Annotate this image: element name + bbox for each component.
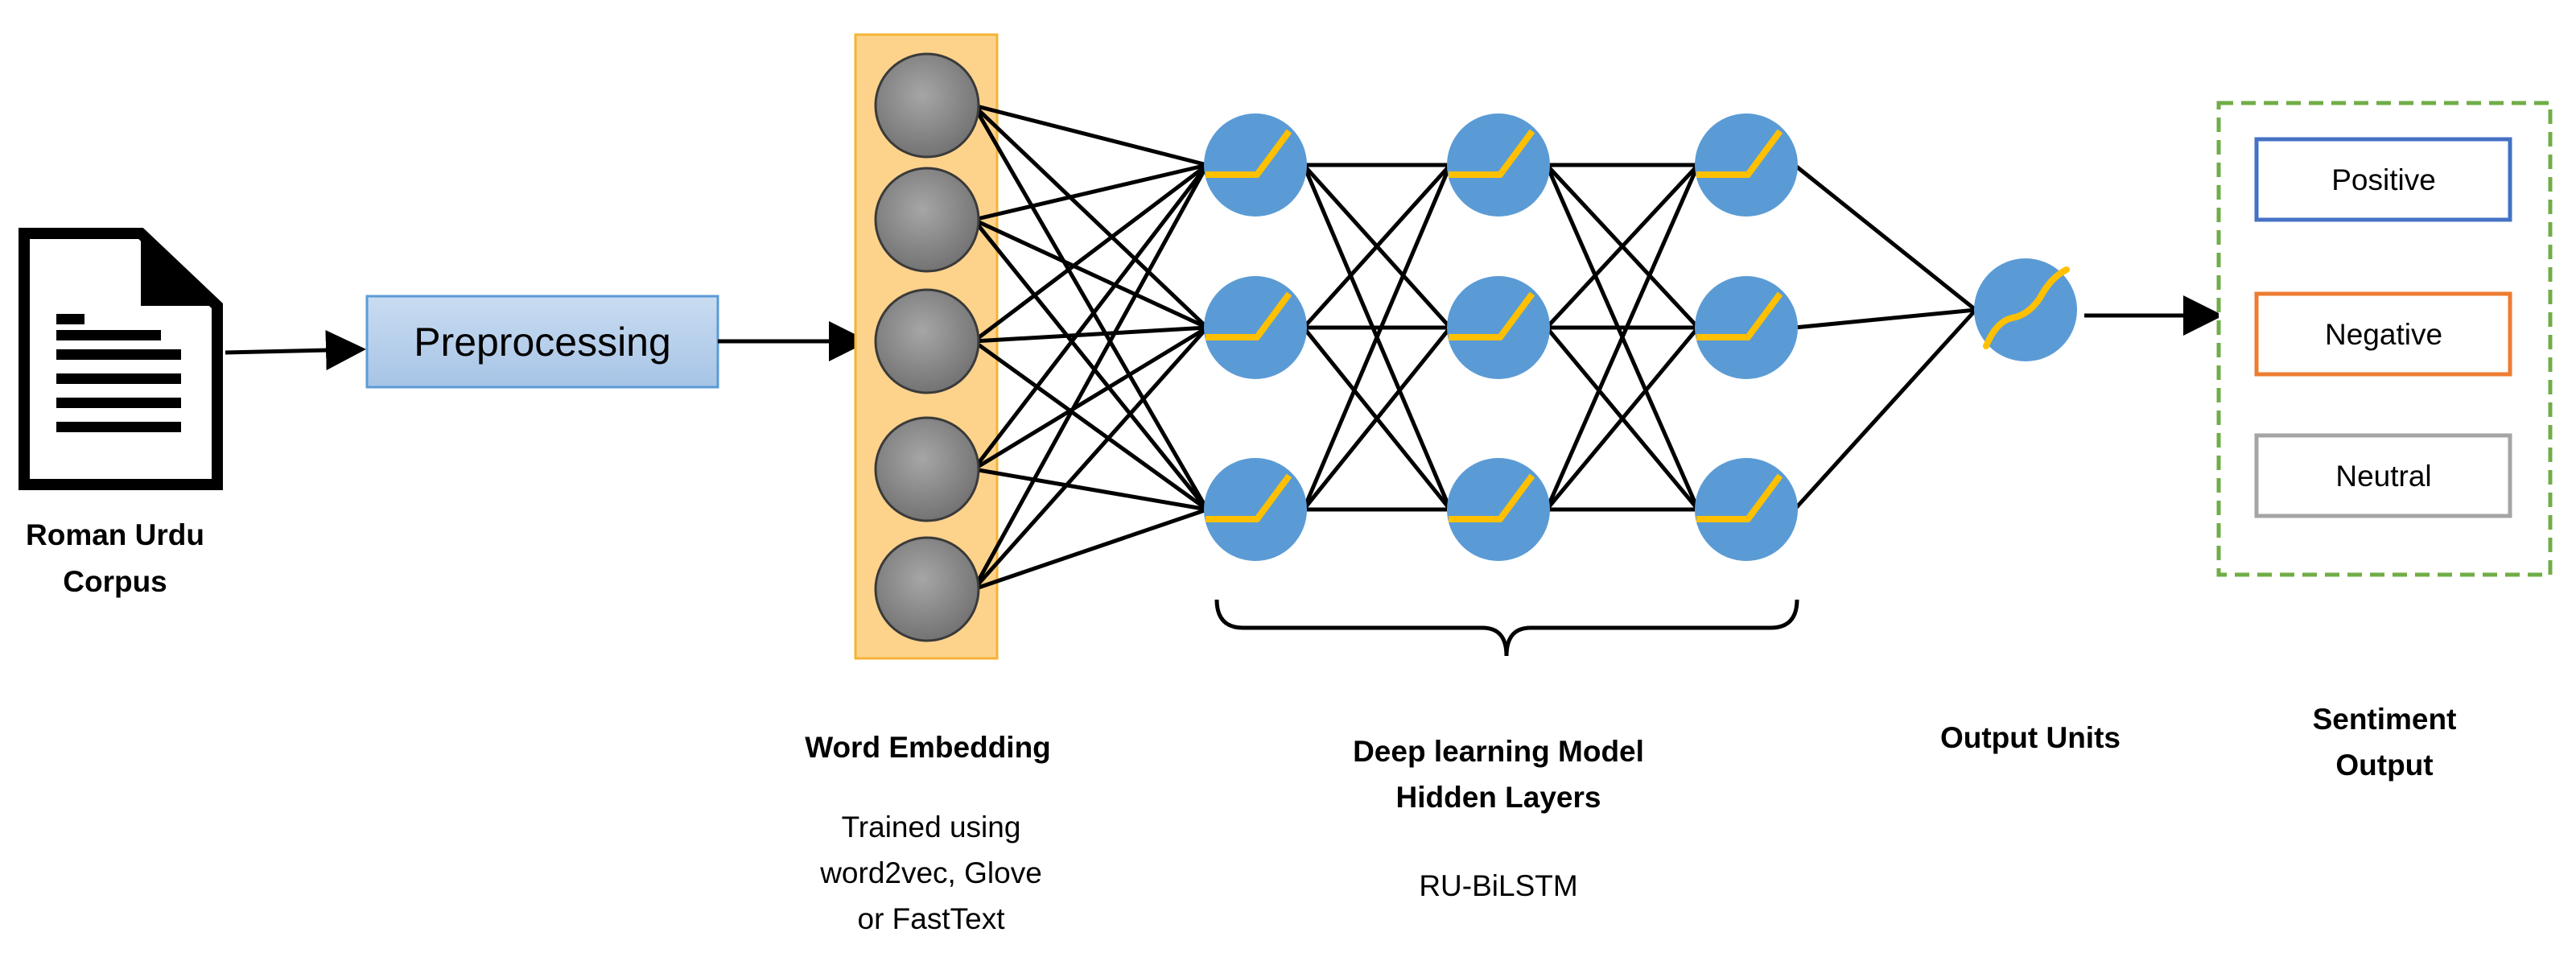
corpus-label-line1: Roman Urdu bbox=[26, 518, 204, 551]
hidden-node bbox=[1204, 458, 1307, 561]
connection-layer0-2-0 bbox=[1301, 164, 1453, 510]
output-unit-node bbox=[1974, 258, 2077, 361]
sentiment-class-label: Positive bbox=[2331, 163, 2436, 196]
embedding-node bbox=[874, 416, 980, 522]
connection-emb-3-hidden-2 bbox=[973, 467, 1208, 512]
preprocessing-box bbox=[365, 295, 719, 389]
hidden-layers-brace bbox=[1214, 599, 1799, 657]
connection-emb-1-hidden-0 bbox=[973, 163, 1208, 222]
connection-layer1-2-0 bbox=[1544, 163, 1700, 511]
arrow-corpus-to-preprocessing bbox=[225, 330, 366, 371]
hidden-node bbox=[1447, 458, 1550, 561]
corpus-label-line2: Corpus bbox=[63, 565, 167, 598]
connection-emb-2-hidden-0 bbox=[972, 163, 1209, 343]
sentiment-class-label: Neutral bbox=[2335, 460, 2431, 493]
connection-layer0-1-0 bbox=[1302, 163, 1452, 329]
connection-layer1-2-1 bbox=[1545, 326, 1700, 511]
connection-emb-4-hidden-2 bbox=[973, 507, 1208, 592]
sentiment-class-positive: Positive bbox=[2254, 137, 2512, 222]
connection-layer0-2-1 bbox=[1302, 326, 1452, 511]
hidden-node bbox=[1695, 458, 1798, 561]
connection-hidden-1-output bbox=[1794, 307, 1976, 330]
hidden-model-name: RU-BiLSTM bbox=[1419, 869, 1577, 902]
connection-emb-1-hidden-1 bbox=[972, 217, 1209, 330]
hidden-node bbox=[1447, 276, 1550, 379]
connection-hidden-2-output bbox=[1793, 308, 1977, 511]
hidden-node bbox=[1204, 276, 1307, 379]
preprocessing-label: Preprocessing bbox=[414, 320, 671, 365]
network-connections bbox=[971, 103, 1977, 592]
hidden-node bbox=[1204, 113, 1307, 217]
connection-emb-4-hidden-1 bbox=[972, 326, 1209, 591]
connection-emb-3-hidden-0 bbox=[972, 163, 1209, 471]
embedding-desc-line2: word2vec, Glove bbox=[819, 856, 1042, 889]
sentiment-class-label: Negative bbox=[2325, 318, 2442, 351]
embedding-node bbox=[874, 536, 980, 642]
connection-layer1-1-0 bbox=[1545, 163, 1700, 329]
output-units-title: Output Units bbox=[1940, 721, 2121, 754]
embedding-node bbox=[874, 288, 980, 394]
connection-emb-2-hidden-1 bbox=[973, 325, 1208, 344]
embedding-title: Word Embedding bbox=[805, 731, 1051, 764]
embedding-nodes bbox=[874, 52, 980, 642]
hidden-node bbox=[1447, 113, 1550, 217]
hidden-layer-nodes bbox=[1204, 113, 1798, 561]
embedding-desc-line3: or FastText bbox=[858, 902, 1006, 935]
embedding-node bbox=[874, 167, 980, 273]
sentiment-class-neutral: Neutral bbox=[2254, 433, 2512, 518]
connection-emb-2-hidden-2 bbox=[972, 339, 1209, 512]
sentiment-title-line2: Output bbox=[2335, 749, 2433, 782]
hidden-title-line1: Deep learning Model bbox=[1353, 735, 1644, 768]
hidden-node bbox=[1695, 113, 1798, 217]
connection-emb-1-hidden-2 bbox=[972, 218, 1209, 511]
connection-emb-0-hidden-2 bbox=[971, 104, 1210, 511]
embedding-node bbox=[874, 52, 980, 159]
hidden-node bbox=[1695, 276, 1798, 379]
connection-emb-3-hidden-1 bbox=[972, 325, 1209, 472]
connection-emb-4-hidden-0 bbox=[971, 163, 1210, 591]
sentiment-title-line1: Sentiment bbox=[2313, 703, 2457, 736]
connection-emb-0-hidden-1 bbox=[972, 104, 1209, 329]
connection-emb-0-hidden-0 bbox=[973, 103, 1208, 167]
embedding-desc-line1: Trained using bbox=[842, 811, 1021, 844]
document-icon bbox=[19, 228, 223, 490]
hidden-title-line2: Hidden Layers bbox=[1396, 781, 1601, 814]
sentiment-class-negative: Negative bbox=[2254, 291, 2512, 377]
connection-hidden-0-output bbox=[1793, 163, 1977, 311]
